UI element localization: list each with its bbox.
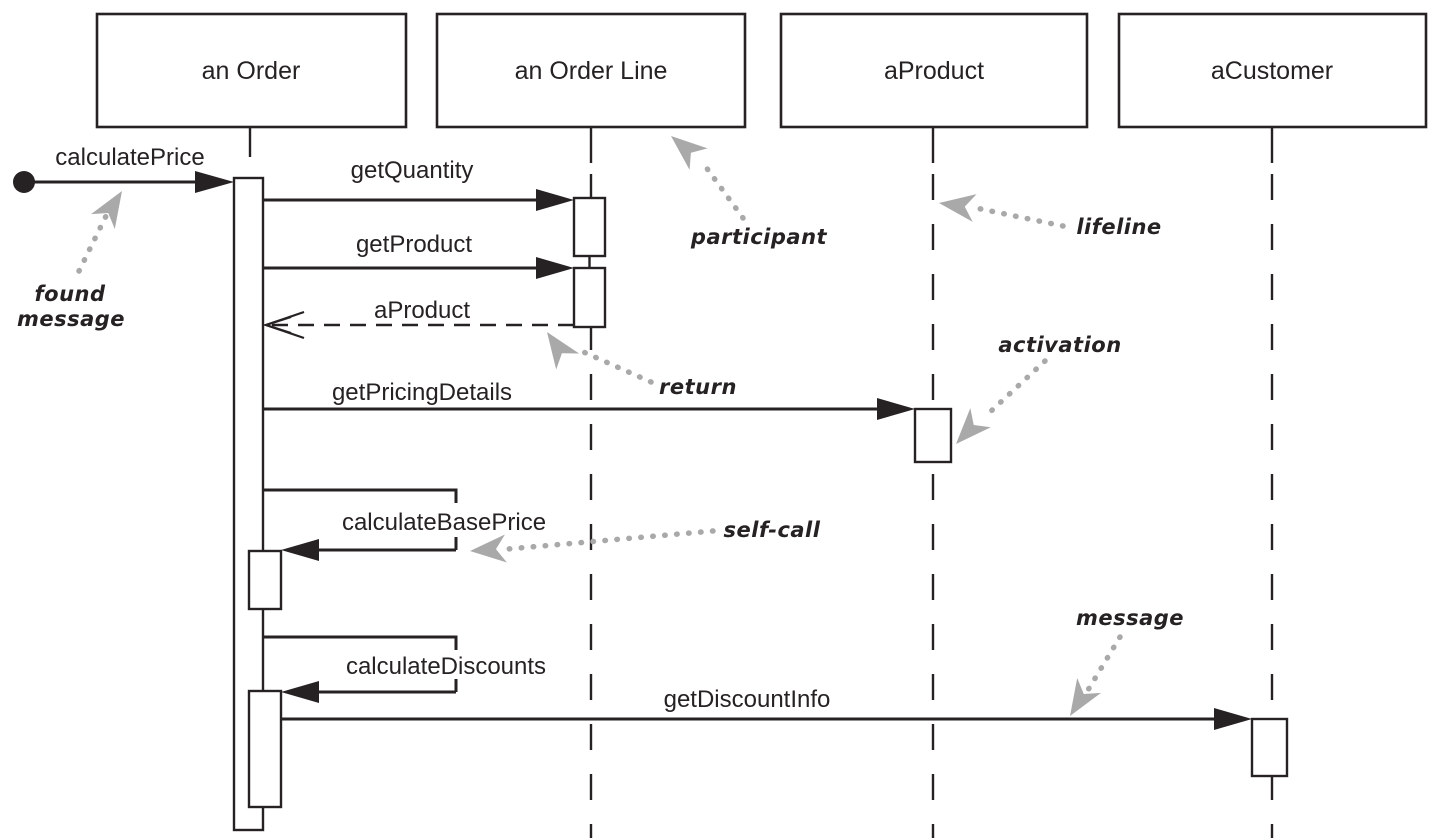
annotation-label-lifeline: lifeline xyxy=(1076,215,1161,239)
message-label-return-a-product: aProduct xyxy=(374,297,470,324)
participant-box-product xyxy=(779,12,1089,129)
message-arrowhead-calculate-price xyxy=(195,171,234,193)
message-label-get-discount-info: getDiscountInfo xyxy=(664,686,831,713)
annotation-self-call: self-call xyxy=(470,518,821,563)
participant-label-customer: aCustomer xyxy=(1211,57,1333,85)
activation-bar-product xyxy=(913,407,953,464)
participant-label-order: an Order xyxy=(202,57,301,85)
participant-box-order-line xyxy=(435,12,747,129)
message-arrowhead-get-product xyxy=(536,257,574,279)
activation-bars xyxy=(232,176,1289,832)
activation-bar-order-line-2 xyxy=(572,266,607,329)
message-label-get-quantity: getQuantity xyxy=(351,157,474,184)
annotation-participant: participant xyxy=(671,136,828,249)
participant-label-product: aProduct xyxy=(884,57,984,85)
annotation-message: message xyxy=(1070,606,1184,716)
annotation-label-found-line1: found xyxy=(35,282,106,306)
message-calculate-base-price: calculateBasePrice xyxy=(263,488,546,561)
activation-bar-order-line-1 xyxy=(572,196,607,258)
message-get-pricing-details: getPricingDetails xyxy=(263,379,915,420)
message-label-get-product: getProduct xyxy=(356,231,472,258)
annotation-trail-return xyxy=(576,347,654,385)
participants: an Order an Order Line aProduct aCustome… xyxy=(95,12,1428,129)
annotation-label-participant: participant xyxy=(690,225,828,249)
annotation-label-activation: activation xyxy=(998,333,1121,357)
annotation-return: return xyxy=(547,332,737,399)
annotation-arrowhead-return xyxy=(547,332,580,370)
self-call-top-line-discounts xyxy=(263,635,458,650)
annotation-arrowhead-participant xyxy=(671,136,708,170)
message-arrowhead-get-pricing-details xyxy=(877,398,915,420)
self-call-top-line-base-price xyxy=(263,488,458,503)
message-get-quantity: getQuantity xyxy=(263,157,574,211)
message-calculate-price: calculatePrice xyxy=(13,144,234,193)
participant-label-order-line: an Order Line xyxy=(515,57,668,85)
messages: calculatePrice getQuantity getProduct aP… xyxy=(13,144,1252,730)
annotation-arrowhead-lifeline xyxy=(939,194,977,222)
message-arrowhead-calculate-discounts xyxy=(281,681,319,703)
participant-box-customer xyxy=(1117,12,1428,129)
participant-box-order xyxy=(95,12,408,129)
activation-bar-order-nested-1 xyxy=(247,549,283,611)
message-arrowhead-calculate-base-price xyxy=(281,539,319,561)
annotation-arrowhead-self-call xyxy=(470,534,507,563)
annotation-trail-participant xyxy=(700,160,746,221)
annotations: found message participant lifeline retur… xyxy=(17,136,1184,716)
message-label-calculate-discounts: calculateDiscounts xyxy=(346,653,546,680)
annotation-trail-activation xyxy=(986,358,1048,416)
annotation-trail-found-message xyxy=(76,211,110,274)
message-label-calculate-base-price: calculateBasePrice xyxy=(342,509,546,536)
message-arrowhead-get-quantity xyxy=(536,189,574,211)
activation-bar-order-nested-2 xyxy=(247,689,283,809)
annotation-trail-self-call xyxy=(505,528,716,552)
annotation-label-return: return xyxy=(659,375,737,399)
activation-bar-customer xyxy=(1250,717,1289,778)
annotation-arrowhead-message xyxy=(1070,678,1101,716)
annotation-activation: activation xyxy=(956,333,1121,444)
annotation-found-message: found message xyxy=(17,191,125,331)
message-label-calculate-price: calculatePrice xyxy=(55,144,204,171)
message-return-a-product: aProduct xyxy=(262,297,574,340)
found-message-origin-dot xyxy=(13,171,35,193)
message-get-discount-info: getDiscountInfo xyxy=(281,686,1252,730)
annotation-arrowhead-found-message xyxy=(91,191,122,229)
message-calculate-discounts: calculateDiscounts xyxy=(263,635,546,703)
annotation-label-found-line2: message xyxy=(17,307,125,331)
annotation-trail-lifeline xyxy=(973,205,1066,229)
message-get-product: getProduct xyxy=(263,231,574,279)
annotation-arrowhead-activation xyxy=(956,408,991,444)
message-label-get-pricing-details: getPricingDetails xyxy=(332,379,512,406)
annotation-trail-message xyxy=(1085,634,1123,693)
annotation-label-self-call: self-call xyxy=(724,518,821,542)
message-arrowhead-get-discount-info xyxy=(1214,708,1252,730)
annotation-lifeline: lifeline xyxy=(939,194,1161,239)
annotation-label-message: message xyxy=(1076,606,1184,630)
message-open-arrowhead-return-inner xyxy=(262,315,292,335)
